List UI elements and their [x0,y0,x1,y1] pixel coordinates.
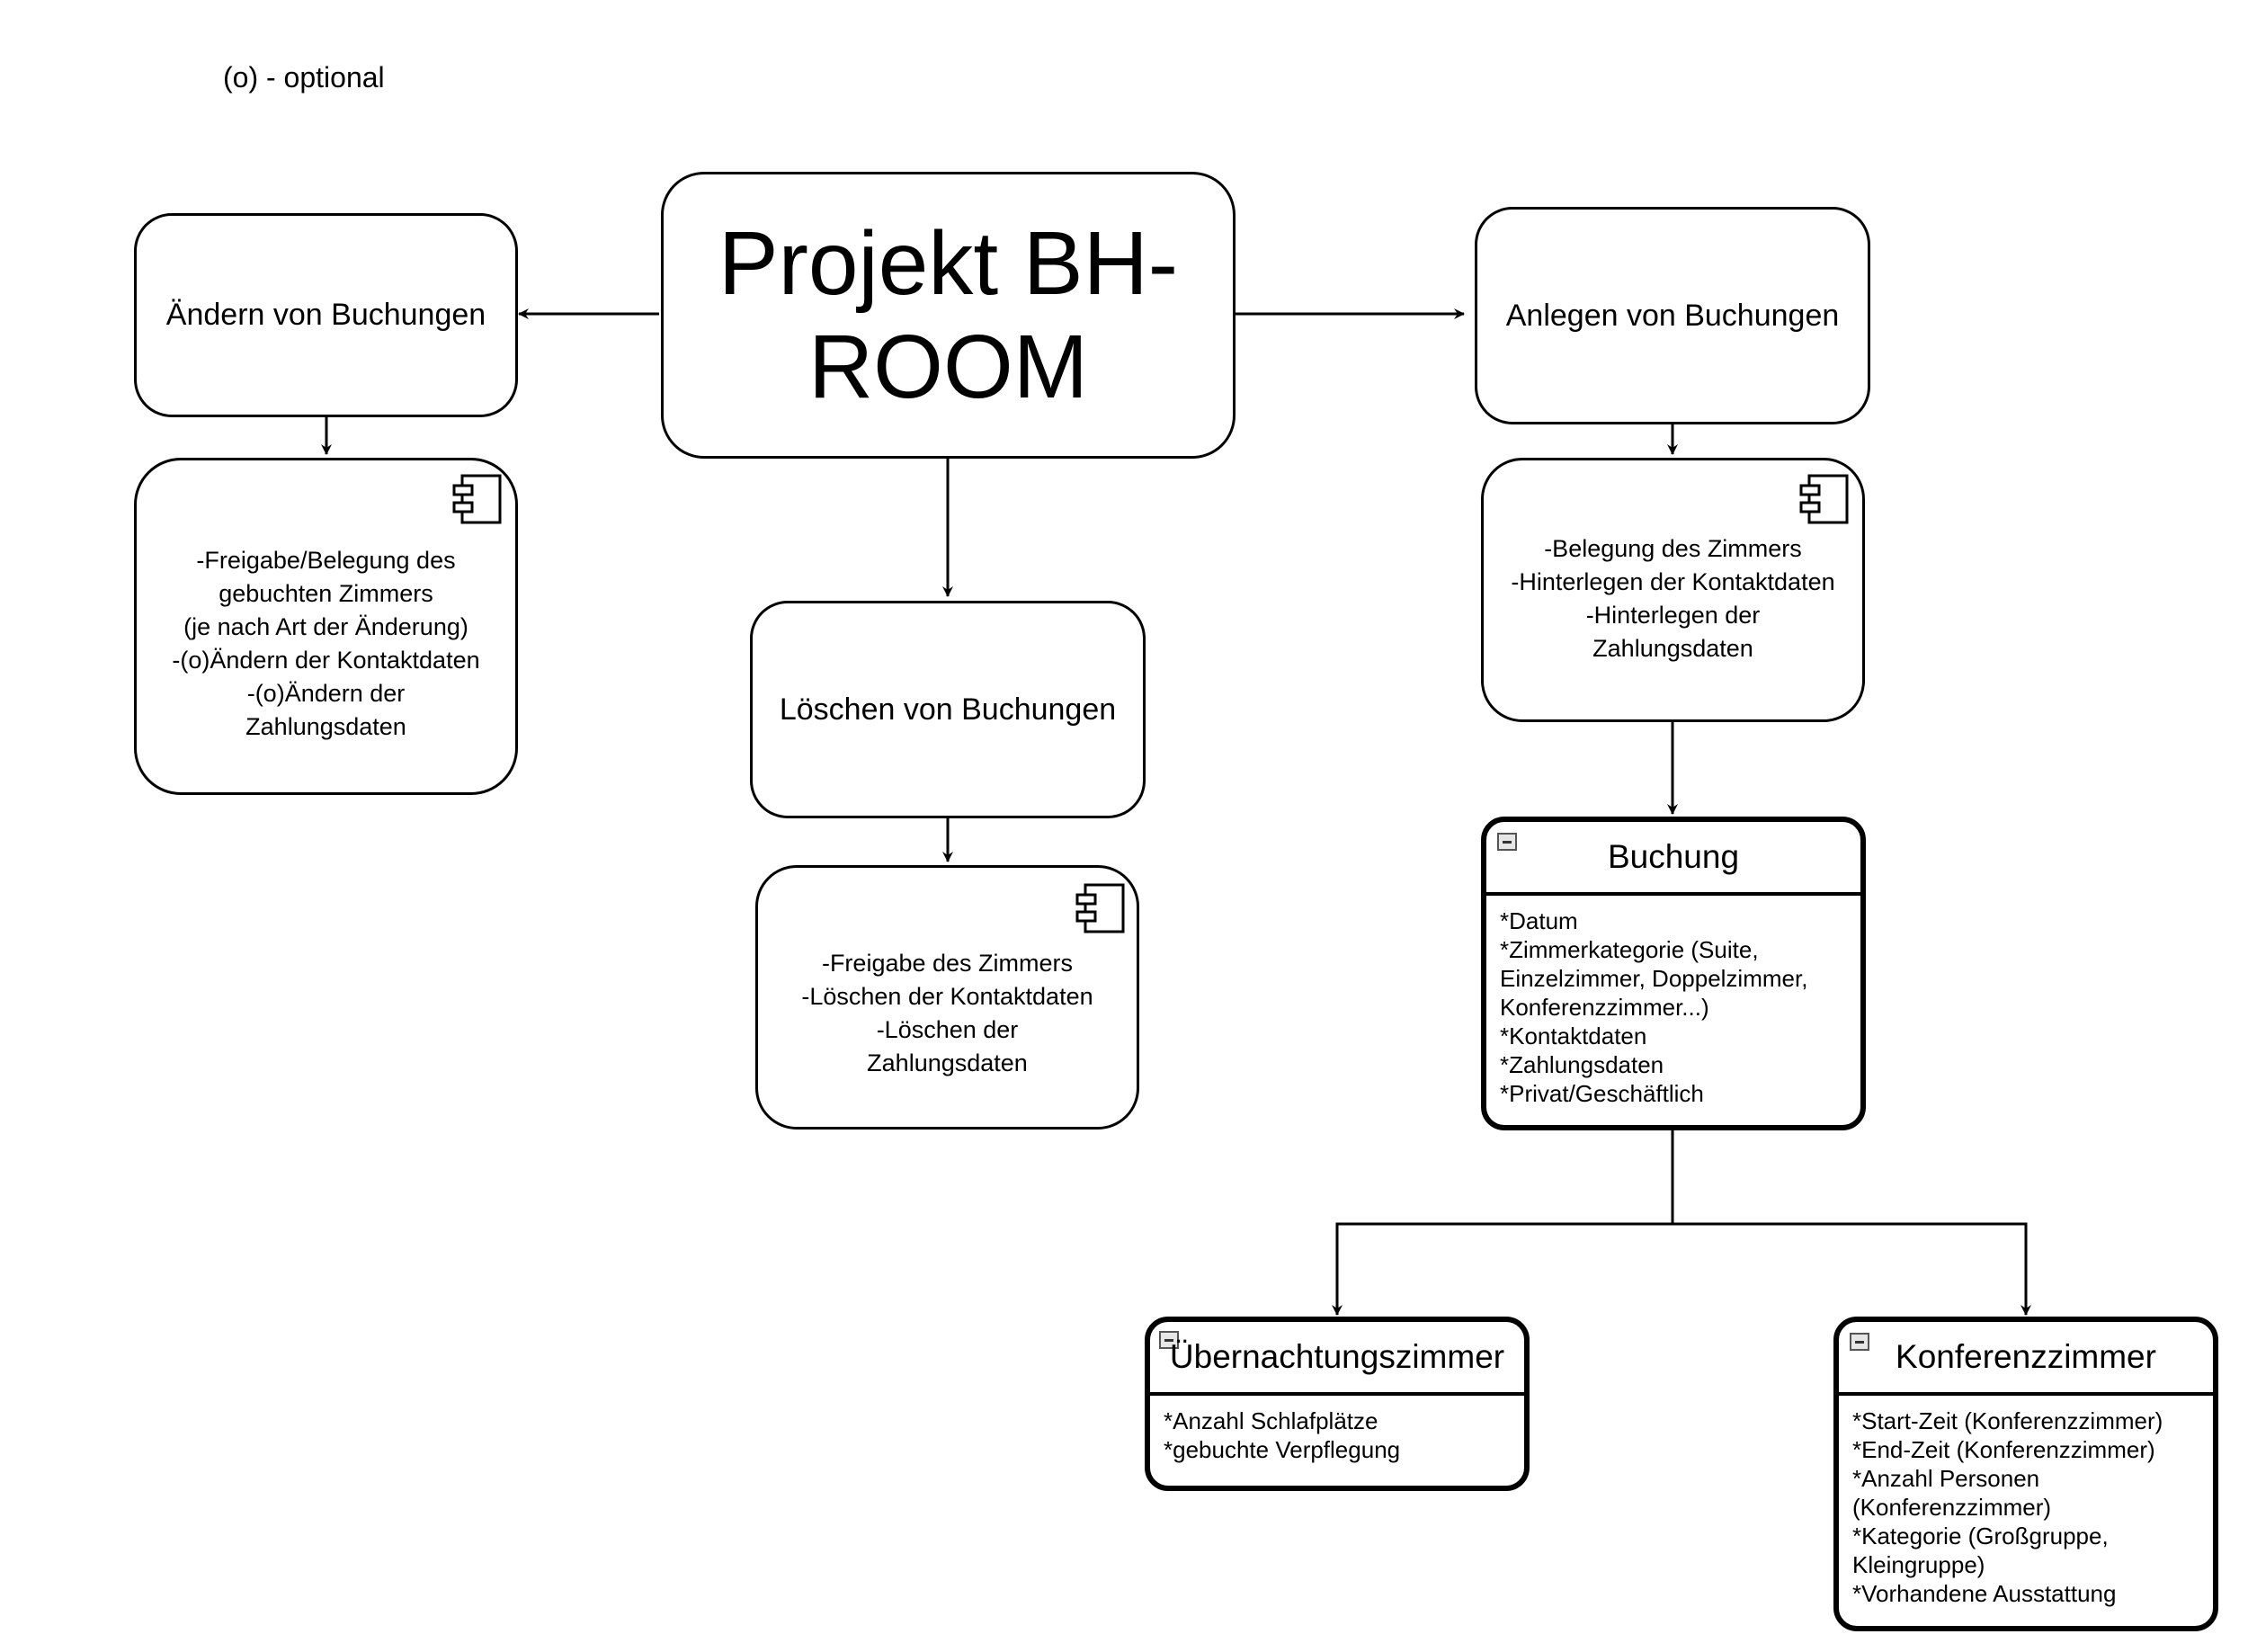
detail-line: Zahlungsdaten [245,712,406,740]
class-overnight-room: Übernachtungszimmer *Anzahl Schlafplätze… [1145,1317,1530,1491]
attribute-line: *End-Zeit (Konferenzzimmer) [1852,1436,2155,1463]
class-overnight-attributes: *Anzahl Schlafplätze *gebuchte Verpflegu… [1164,1406,1517,1464]
detail-line: -Hinterlegen der [1585,602,1761,629]
component-icon [1799,474,1849,524]
component-icon [1075,883,1125,933]
attribute-line: Kleingruppe) [1852,1551,1985,1578]
detail-line: -(o)Ändern der [246,679,406,707]
create-bookings-title: Anlegen von Buchungen [1505,298,1840,333]
edge-booking-to-conference [1673,1222,2031,1316]
class-booking-attributes: *Datum *Zimmerkategorie (Suite, Einzelzi… [1500,906,1853,1108]
class-overnight-title: Übernachtungszimmer [1150,1322,1524,1396]
attribute-line: *Kategorie (Großgruppe, [1852,1523,2109,1549]
attribute-line: *Zahlungsdaten [1500,1051,1664,1078]
change-bookings-detail: -Freigabe/Belegung des gebuchten Zimmers… [134,458,518,795]
component-icon [452,474,502,524]
attribute-line: *Zimmerkategorie (Suite, [1500,936,1759,963]
class-conference-room: Konferenzzimmer *Start-Zeit (Konferenzzi… [1833,1317,2218,1631]
change-bookings-node: Ändern von Buchungen [134,213,518,417]
edge-booking-to-overnight [1332,1128,1674,1316]
detail-line: -(o)Ändern der Kontaktdaten [172,646,480,674]
class-booking: Buchung *Datum *Zimmerkategorie (Suite, … [1481,817,1866,1130]
attribute-line: (Konferenzzimmer) [1852,1494,2052,1521]
detail-line: -Belegung des Zimmers [1544,535,1802,562]
detail-line: Zahlungsdaten [867,1049,1028,1076]
attribute-line: *Kontaktdaten [1500,1022,1647,1049]
class-conference-attributes: *Start-Zeit (Konferenzzimmer) *End-Zeit … [1852,1406,2206,1608]
collapse-icon[interactable] [1850,1333,1869,1351]
detail-line: -Hinterlegen der Kontaktdaten [1511,568,1835,595]
delete-bookings-detail: -Freigabe des Zimmers -Löschen der Konta… [755,865,1139,1130]
collapse-icon[interactable] [1159,1331,1179,1349]
class-booking-title: Buchung [1486,822,1860,896]
detail-line: -Löschen der [876,1016,1019,1043]
detail-line: -Freigabe/Belegung des [196,546,456,574]
change-bookings-title: Ändern von Buchungen [165,298,486,332]
attribute-line: *gebuchte Verpflegung [1164,1436,1401,1463]
root-node: Projekt BH-ROOM [661,172,1236,459]
create-bookings-node: Anlegen von Buchungen [1475,207,1870,424]
detail-line: -Löschen der Kontaktdaten [801,983,1093,1010]
attribute-line: Einzelzimmer, Doppelzimmer, [1500,965,1808,992]
detail-line: (je nach Art der Änderung) [183,612,468,640]
attribute-line: *Datum [1500,907,1578,934]
attribute-line: *Anzahl Schlafplätze [1164,1407,1378,1434]
delete-bookings-node: Löschen von Buchungen [750,601,1146,818]
root-title: Projekt BH-ROOM [718,212,1179,417]
detail-line: gebuchten Zimmers [219,579,433,607]
detail-line: -Freigabe des Zimmers [821,950,1074,977]
attribute-line: *Privat/Geschäftlich [1500,1080,1704,1107]
legend-text: (o) - optional [223,61,385,94]
delete-bookings-title: Löschen von Buchungen [779,692,1117,727]
attribute-line: *Start-Zeit (Konferenzzimmer) [1852,1407,2163,1434]
collapse-icon[interactable] [1497,833,1517,851]
attribute-line: Konferenzzimmer...) [1500,994,1709,1021]
attribute-line: *Anzahl Personen [1852,1465,2040,1492]
detail-line: Zahlungsdaten [1592,635,1753,662]
class-conference-title: Konferenzzimmer [1839,1322,2213,1396]
attribute-line: *Vorhandene Ausstattung [1852,1580,2117,1607]
